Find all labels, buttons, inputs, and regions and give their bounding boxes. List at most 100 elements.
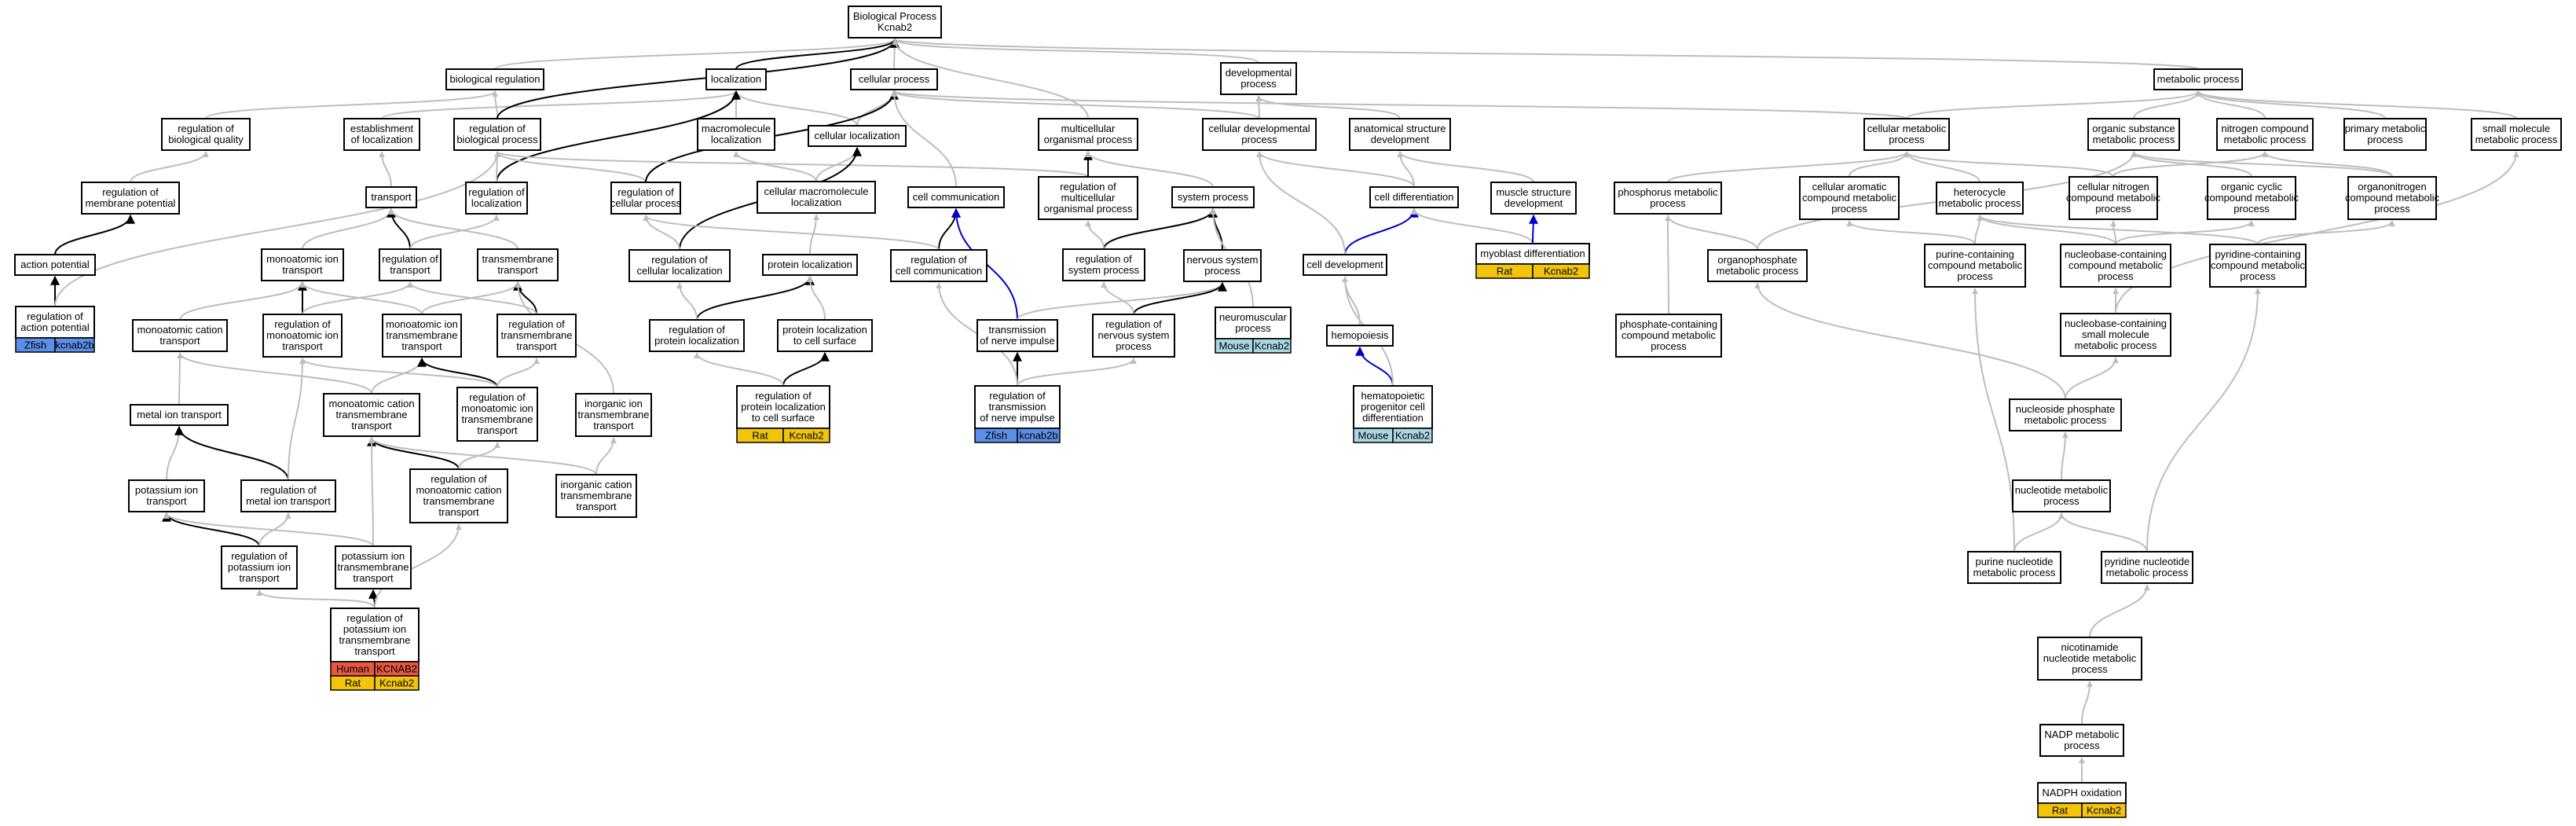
node-label: transport [146, 495, 187, 507]
node-box [890, 249, 988, 282]
node-box [497, 314, 577, 358]
node-box [130, 404, 229, 426]
go-term-node-cdiff[interactable]: cell differentiation [1369, 186, 1459, 208]
node-label: developmental [1226, 67, 1292, 79]
go-term-node-ccomm[interactable]: cell communication [907, 186, 1005, 208]
go-term-node-loc[interactable]: localization [705, 68, 767, 90]
go-term-node-ploc[interactable]: protein localization [762, 254, 858, 276]
edge-nadp-nam [2081, 681, 2093, 725]
go-term-node-transport[interactable]: transport [365, 186, 417, 208]
go-term-node-cloc[interactable]: cellular localization [808, 125, 907, 147]
go-term-node-hemo[interactable]: hemopoiesis [1326, 325, 1394, 347]
go-term-node-ap[interactable]: action potential [14, 254, 96, 276]
node-box [323, 393, 420, 437]
gene-cell [1252, 338, 1292, 354]
node-label: transport [353, 572, 394, 584]
edge-rpit-pit [162, 512, 260, 547]
edge-rcl-rcp [643, 215, 680, 251]
edge-rcc-rcp [643, 215, 940, 251]
go-term-node-cproc[interactable]: cellular process [850, 68, 938, 90]
go-term-node-cdev[interactable]: cell development [1303, 254, 1387, 276]
go-term-node-metp[interactable]: metabolic process [2153, 68, 2243, 90]
go-term-node-sysp[interactable]: system process [1171, 186, 1255, 208]
node-label: metal ion transport [137, 409, 222, 420]
go-term-node-breg[interactable]: biological regulation [445, 68, 544, 90]
node-box [850, 68, 938, 90]
node-label: establishment [350, 123, 414, 134]
go-term-node-mit2[interactable]: metal ion transport [130, 404, 229, 426]
node-box [1863, 118, 1950, 151]
